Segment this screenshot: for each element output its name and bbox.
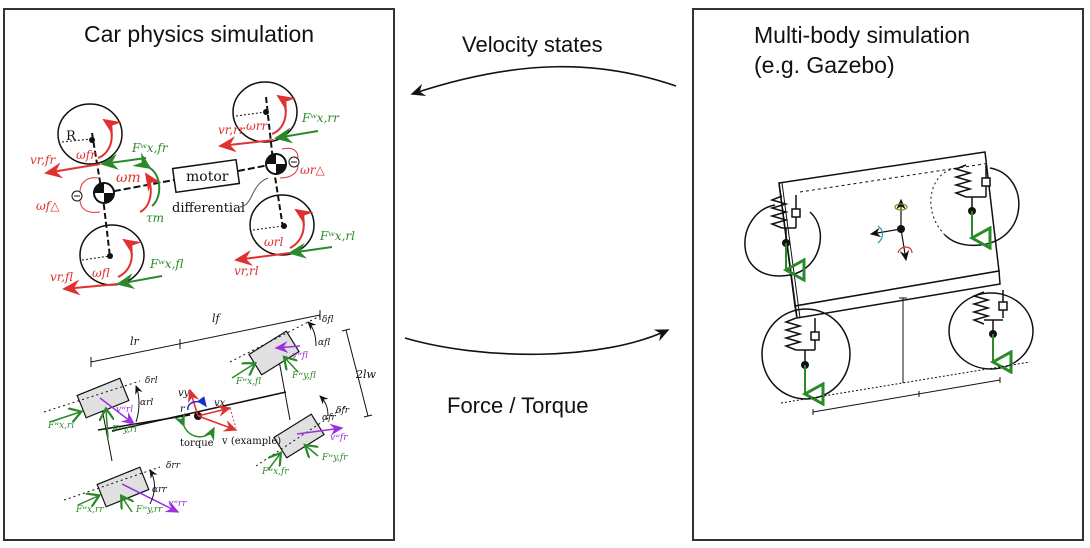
F-fr-label: Fʷx,fr [131, 141, 169, 155]
radius-label: R [66, 129, 77, 144]
2lw-label: 2lw [355, 368, 377, 381]
Fx-rr-label: Fʷx,rr [75, 505, 104, 515]
differential-label: differential [172, 201, 245, 216]
vw-rr-label: vʷrr [168, 499, 187, 509]
omega-rl-label: ωrl [264, 235, 284, 249]
tire-model-diagram: lr lf 2lw [43, 310, 377, 515]
multibody-title: Multi-body simulation (e.g. Gazebo) [754, 20, 970, 80]
vw-fl-label: vʷfl [292, 351, 308, 361]
car-physics-panel: Car physics simulation [3, 8, 395, 541]
alpha-rl-label: αrl [140, 398, 153, 408]
motor-label: motor [186, 169, 229, 185]
omega-fl-label: ωfl [92, 266, 110, 280]
torque-label: torque [180, 438, 214, 449]
v-fr-label: vr,fr [30, 153, 56, 167]
Fy-rl-label: Fʷy,rl [111, 425, 137, 435]
multibody-title-line1: Multi-body simulation [754, 22, 971, 48]
alpha-fr-label: αfr [322, 413, 336, 423]
vx-label: vx [214, 398, 226, 409]
vy-label: vy [178, 388, 190, 399]
Fx-fr-label: Fʷx,fr [261, 467, 289, 477]
omega-rr-label: ωrr [246, 119, 269, 133]
alpha-rr-label: αrr [152, 485, 167, 495]
Fx-rl-label: Fʷx,rl [47, 421, 74, 431]
cg-frame-icon [869, 198, 913, 262]
force-torque-arrow [404, 329, 670, 356]
car-physics-title: Car physics simulation [83, 21, 315, 47]
motor-box [171, 158, 241, 194]
front-differential-icon [93, 182, 115, 204]
omega-fr-label: ωfr [76, 148, 97, 162]
force-torque-label: Force / Torque [447, 393, 589, 418]
delta-fl-label: δfl [322, 315, 333, 325]
Fy-rr-label: Fʷy,rr [135, 505, 163, 515]
delta-rl-label: δrl [145, 376, 158, 386]
suspension-rl-icon [953, 164, 990, 238]
Fy-fr-label: Fʷy,fr [321, 453, 348, 463]
multibody-diagram [744, 151, 1034, 415]
F-fl-label: Fʷx,fl [149, 257, 183, 271]
Fy-fl-label: Fʷy,fl [291, 371, 316, 381]
v-rl-label: vr,rl [234, 264, 259, 278]
F-rl-label: Fʷx,rl [319, 229, 355, 243]
drivetrain-diagram: R motor differe [30, 81, 355, 296]
r-label: r [180, 404, 186, 415]
velocity-states-label: Velocity states [462, 32, 603, 57]
wheel-fr-circle [57, 103, 123, 165]
v-rr-label: vr,rr [218, 123, 246, 137]
lf-label: lf [212, 312, 222, 325]
vw-fr-label: vʷfr [330, 433, 348, 443]
lr-label: lr [130, 335, 140, 348]
delta-rr-label: δrr [166, 461, 181, 471]
vw-rl-label: vʷrl [116, 405, 133, 415]
v-example-label: v (example) [221, 436, 281, 447]
multibody-title-line2: (e.g. Gazebo) [754, 52, 895, 78]
v-fl-label: vr,fl [50, 270, 73, 284]
tau-m-label: τm [146, 211, 164, 225]
omega-r-delta-label: ωr△ [300, 163, 326, 177]
Fx-fl-label: Fʷx,fl [235, 377, 261, 387]
omega-m-label: ωm [116, 170, 141, 186]
F-rr-label: Fʷx,rr [301, 111, 340, 125]
omega-f-delta-label: ωf△ [36, 199, 60, 213]
rear-differential-icon [265, 153, 287, 175]
velocity-states-arrow [410, 65, 677, 97]
suspension-fl-icon [769, 195, 800, 270]
suspension-rr-icon [971, 290, 1007, 362]
suspension-fr-icon [783, 317, 819, 394]
delta-fr-label: δfr [336, 406, 350, 416]
alpha-fl-label: αfl [318, 338, 330, 348]
